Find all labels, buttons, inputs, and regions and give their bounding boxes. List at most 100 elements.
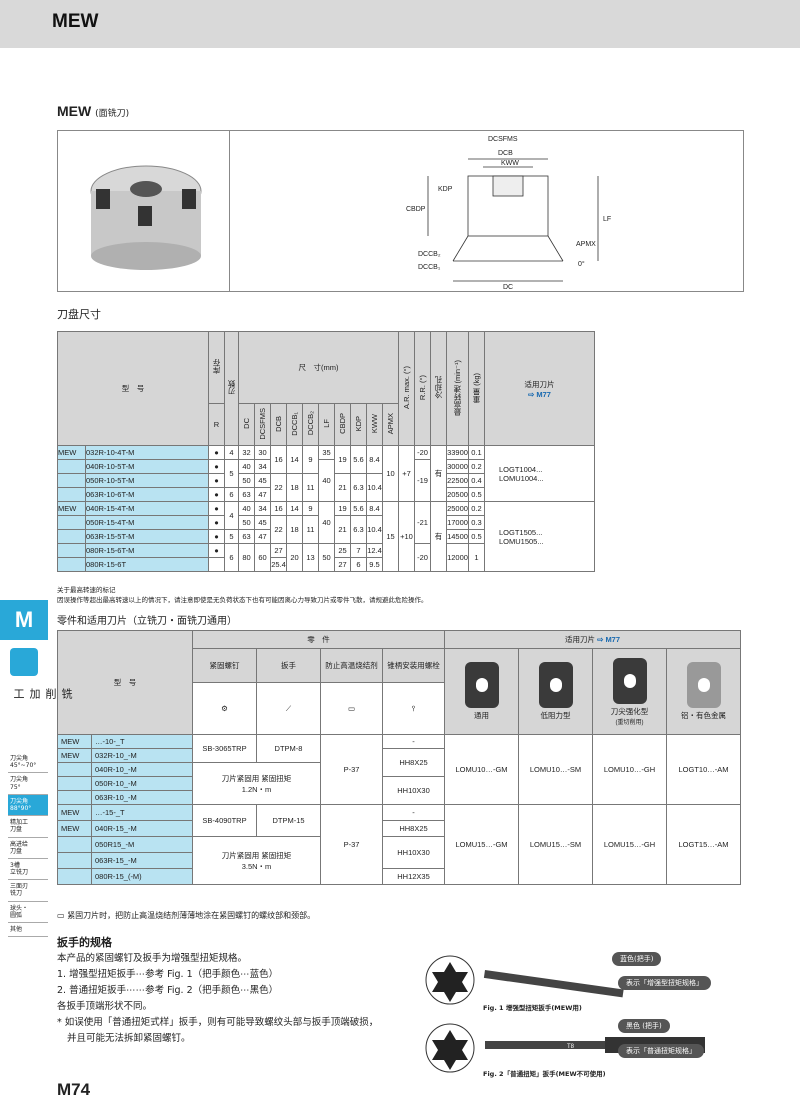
wrench-line: 2. 普通扭矩扳手⋯⋯参考 Fig. 2（把手颜色⋯黑色） — [57, 985, 279, 996]
kww-cell: 9.5 — [366, 557, 383, 572]
dim-label: 0° — [578, 260, 585, 268]
insert-ref[interactable]: ⇨ M77 — [528, 389, 551, 399]
series-cell — [57, 543, 86, 558]
wrench-mark: T8 — [567, 1044, 575, 1050]
rr-cell: -21 — [414, 501, 431, 544]
insert-cell: LOMU15…-SM — [518, 804, 593, 885]
insert-al-icon — [686, 662, 721, 708]
sidebar-item[interactable]: 刀尖角 45°~70° — [8, 752, 48, 774]
series-cell — [57, 836, 92, 853]
header-title: MEW — [52, 11, 99, 32]
torx-tip-blue — [432, 962, 468, 1002]
model-cell: 080R-15-6T — [85, 557, 209, 572]
rr-cell: -20 — [414, 445, 431, 460]
kdp-cell: 6.3 — [350, 515, 367, 544]
dccb2-cell: 11 — [302, 473, 319, 502]
stock-dot: ● — [208, 459, 225, 474]
torque-label: 刀片紧固用 紧固扭矩 — [221, 850, 292, 860]
series-cell — [57, 515, 86, 530]
col-model: 型 号 — [57, 630, 193, 735]
wrench-cell: DTPM-15 — [256, 804, 321, 837]
col-kdp: KDP — [354, 415, 363, 432]
dim-label: DC — [503, 284, 513, 291]
wrench-heading: 扳手的规格 — [57, 936, 112, 949]
sidebar-item[interactable]: 精加工 刀盘 — [8, 816, 48, 838]
fig2-spec-pill: 表示「普通扭矩规格」 — [618, 1044, 704, 1058]
dcb-cell: 27 — [270, 543, 287, 558]
ar-cell: +10 — [398, 501, 415, 572]
weight-cell: 0.5 — [468, 487, 485, 502]
section-subtitle: (面铣刀) — [95, 109, 130, 119]
dim-label: DCB — [498, 150, 513, 157]
sidebar-item[interactable]: 三面刃 铣刀 — [8, 880, 48, 902]
col-lf: LF — [322, 419, 331, 428]
series-cell: MEW — [57, 748, 92, 763]
sidebar-letter[interactable]: M — [0, 600, 48, 640]
bolt-cell: HH10X30 — [382, 836, 445, 869]
wrench-icon: ⟋ — [256, 682, 321, 735]
sidebar-item[interactable]: 高进给 刀盘 — [8, 838, 48, 859]
dcb-cell: 22 — [270, 515, 287, 544]
sidebar-item[interactable]: 刀尖角 75° — [8, 773, 48, 795]
model-cell: 032R-10-4T-M — [85, 445, 209, 460]
dim-label: DCSFMS — [488, 136, 518, 143]
ar-cell: +7 — [398, 445, 415, 502]
lf-cell: 35 — [318, 445, 335, 460]
rpm-cell: 12000 — [446, 543, 469, 572]
series-cell — [57, 790, 92, 805]
series-cell — [57, 529, 86, 544]
insert-ref-t2[interactable]: ⇨ M77 — [597, 635, 621, 644]
sidebar-item-selected[interactable]: 刀尖角 88°90° — [8, 794, 48, 817]
sidebar-item[interactable]: 其他 — [8, 923, 48, 938]
col-model: 型 号 — [57, 331, 209, 446]
dccb2-cell: 13 — [302, 543, 319, 572]
teeth-cell: 6 — [224, 543, 239, 572]
rpm-cell: 20500 — [446, 487, 469, 502]
insert-cell: LOGT15…-AM — [666, 804, 741, 885]
col-bolt: 锥柄安装用螺栓 — [382, 648, 445, 683]
dim-label: KDP — [438, 186, 453, 193]
kww-cell: 8.4 — [366, 445, 383, 474]
bolt-cell: HH12X35 — [382, 868, 445, 885]
model-cell: 040R-10_-M — [91, 762, 193, 777]
col-antiseize: 防止高温烧结剂 — [320, 648, 383, 683]
model-cell: 032R-10_-M — [91, 748, 193, 763]
cutter-photo — [90, 165, 202, 270]
dim-label: LF — [603, 216, 611, 223]
lf-cell: 40 — [318, 501, 335, 544]
dcsfms-cell: 30 — [254, 445, 271, 460]
stock-dot: ● — [208, 487, 225, 502]
sidebar-item[interactable]: 球头・ 圆弧 — [8, 902, 48, 923]
dcb-cell: 16 — [270, 445, 287, 474]
stock-dot — [208, 557, 225, 572]
stock-dot: ● — [208, 529, 225, 544]
weight-cell: 0.3 — [468, 515, 485, 530]
model-cell: 050R15_-M — [91, 836, 193, 853]
series-cell — [57, 852, 92, 869]
dccb1-cell: 14 — [286, 445, 303, 474]
dc-cell: 50 — [238, 515, 255, 530]
torque-value: 3.5N・m — [241, 861, 272, 871]
col-rr: R.R. (°) — [418, 374, 427, 401]
ins-lowres-label: 低阻力型 — [540, 711, 571, 720]
dccb2-cell: 9 — [302, 445, 319, 474]
bolt-cell: - — [382, 804, 445, 821]
page-number: M74 — [57, 1080, 91, 1099]
insert-ref-text: M77 — [536, 389, 551, 399]
insert-cell: LOGT1505... LOMU1505... — [484, 501, 595, 572]
dcsfms-cell: 45 — [254, 473, 271, 488]
cbdp-cell: 27 — [334, 557, 351, 572]
dim-label: KWW — [501, 160, 519, 167]
dc-cell: 63 — [238, 529, 255, 544]
dcsfms-cell: 47 — [254, 487, 271, 502]
kww-cell: 12.4 — [366, 543, 383, 558]
series-cell — [57, 776, 92, 791]
sidebar-item[interactable]: 3槽 立铣刀 — [8, 859, 48, 881]
dc-cell: 40 — [238, 459, 255, 474]
model-cell: 063R-10_-M — [91, 790, 193, 805]
weight-cell: 0.2 — [468, 459, 485, 474]
rpm-cell: 25000 — [446, 501, 469, 516]
stock-dot: ● — [208, 501, 225, 516]
fig2-handle-pill: 黑色 (把手) — [618, 1019, 670, 1033]
col-kww: KWW — [370, 413, 379, 434]
